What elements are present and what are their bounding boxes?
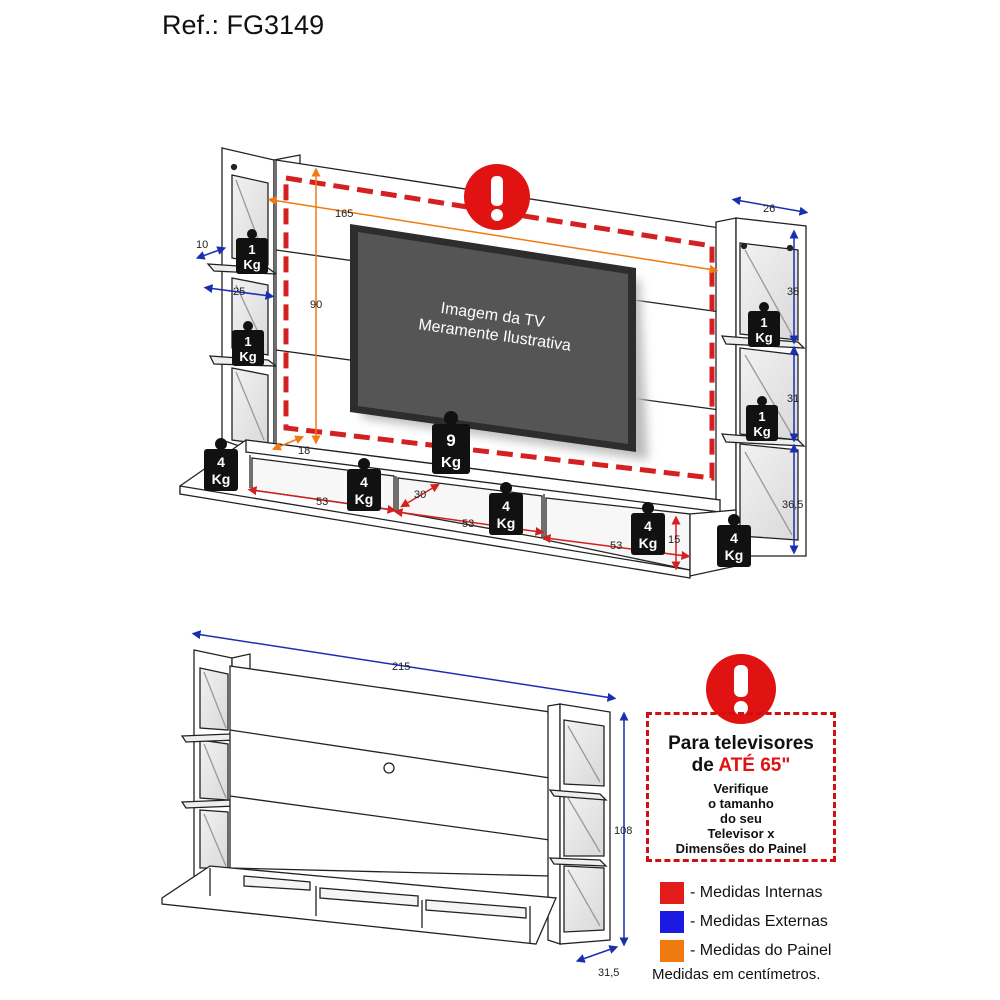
bottom-furniture-view [161,649,611,945]
svg-text:Kg: Kg [725,547,744,563]
warning-line: o tamanho [708,796,774,811]
weight-tag-tv: 9 Kg [432,411,470,474]
warning-line: Dimensões do Painel [675,841,807,856]
dim-26: 26 [763,203,775,215]
weight-tag-shelf-right-1: 1 Kg [748,302,780,347]
legend-swatch [660,939,684,962]
warning-line: Verifique [713,781,769,796]
legend-item-external: - Medidas Externas [660,907,900,936]
dim-38: 38 [787,286,799,298]
dim-15: 15 [668,534,680,546]
svg-text:Kg: Kg [497,515,516,531]
weight-tag-niche-2: 4 Kg [489,482,523,535]
weight-tag-side: 4 Kg [717,514,751,567]
legend-swatch [660,910,684,933]
svg-text:4: 4 [502,498,510,514]
dim-31-5: 31,5 [598,967,619,979]
dim-53-right: 53 [610,540,622,552]
svg-text:Kg: Kg [243,257,260,272]
weight-tag-shelf-left-1: 1 Kg [236,229,268,274]
legend-label: - Medidas Internas [690,883,823,901]
legend-label: - Medidas do Painel [690,941,832,959]
legend-label: - Medidas Externas [690,912,828,930]
color-legend: - Medidas Internas - Medidas Externas - … [660,878,900,965]
dim-10: 10 [196,239,208,251]
dim-165: 165 [335,208,353,220]
alert-icon-large [706,654,776,724]
svg-text:Kg: Kg [212,471,231,487]
warning-body: Verifique o tamanho do seu Televisor x D… [649,781,833,856]
external-dimensions-top [195,196,809,555]
reference-code: Ref.: FG3149 [162,10,325,40]
alert-icon [464,164,530,230]
dim-53-mid: 53 [462,518,474,530]
dim-53-left: 53 [316,496,328,508]
svg-text:4: 4 [360,474,368,490]
dim-31: 31 [787,393,799,405]
svg-text:Kg: Kg [239,349,256,364]
svg-text:4: 4 [730,530,738,546]
external-dimensions-bottom [191,630,629,963]
warning-line: Televisor x [707,826,775,841]
weight-tag-niche-3: 4 Kg [631,502,665,555]
svg-text:9: 9 [446,431,455,450]
dim-36-5: 36,5 [782,499,803,511]
warning-line: do seu [720,811,762,826]
weight-tag-niche-1: 4 Kg [347,458,381,511]
dim-30: 30 [414,489,426,501]
svg-text:4: 4 [217,454,225,470]
dim-25: 25 [233,286,245,298]
svg-text:1: 1 [248,242,255,257]
svg-text:Kg: Kg [441,454,461,471]
dim-18: 18 [298,445,310,457]
panel-dimensions [267,167,719,451]
units-note: Medidas em centímetros. [652,966,821,983]
warning-title-line1: Para televisores [668,733,814,754]
dim-90: 90 [310,299,322,311]
legend-item-internal: - Medidas Internas [660,878,900,907]
dim-108: 108 [614,825,632,837]
svg-text:4: 4 [644,518,652,534]
warning-title-prefix: de [691,755,719,776]
tv-size-warning-box: Para televisores de ATÉ 65" Verifique o … [646,712,836,862]
tv-illustration: Imagem da TV Meramente Ilustrativa [350,224,648,460]
svg-text:Kg: Kg [639,535,658,551]
tv-area-frame [283,175,715,481]
svg-text:1: 1 [244,334,251,349]
warning-title: Para televisores de ATÉ 65" [649,733,833,777]
legend-swatch [660,881,684,904]
svg-text:1: 1 [758,409,765,424]
weight-tag-shelf-right-2: 1 Kg [746,396,778,441]
dim-215: 215 [392,661,410,673]
svg-text:Kg: Kg [755,330,772,345]
warning-title-highlight: ATÉ 65" [718,755,791,776]
weight-tag-base-left: 4 Kg [204,438,238,491]
legend-item-panel: - Medidas do Painel [660,936,900,965]
svg-text:Kg: Kg [753,424,770,439]
svg-text:1: 1 [760,315,767,330]
weight-tag-shelf-left-2: 1 Kg [232,321,264,366]
svg-text:Kg: Kg [355,491,374,507]
